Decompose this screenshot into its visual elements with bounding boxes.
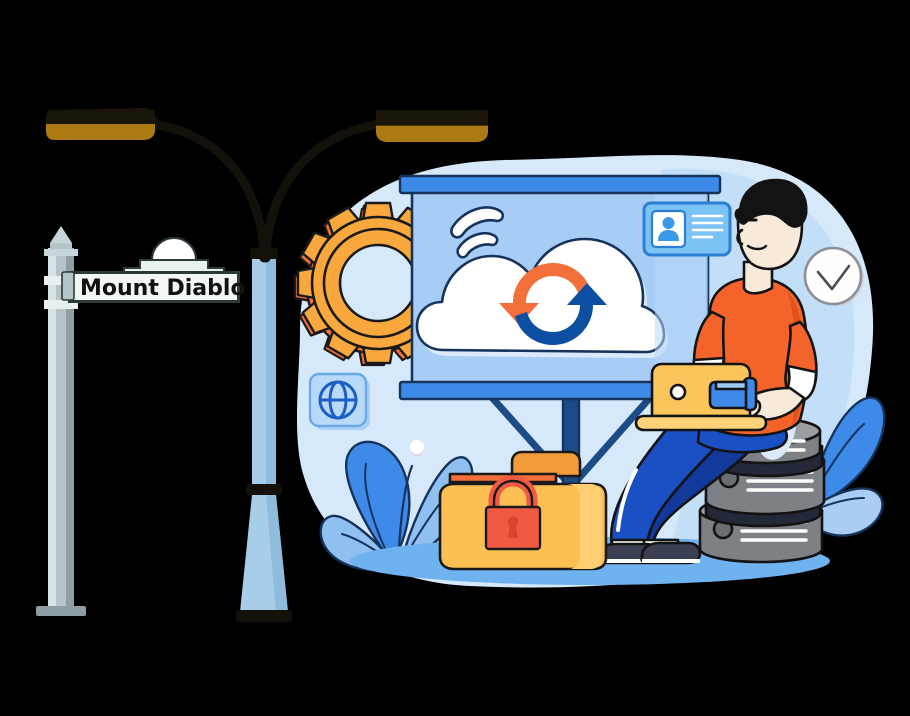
avatar-glyph: [658, 217, 679, 241]
street-sign-plate: [61, 271, 240, 303]
board-center-post: [561, 384, 581, 496]
secure-folder: [438, 450, 608, 571]
id-badge-card: [642, 201, 732, 257]
laptop-lid-dot: [669, 383, 687, 401]
street-lamp-pole: [236, 248, 292, 622]
street-sign-label: Mount Diablo: [80, 276, 246, 301]
check-circle-icon: [803, 246, 864, 306]
board-top-bar: [398, 174, 722, 195]
presentation-board: [398, 174, 722, 496]
globe-network-icon: [308, 372, 370, 430]
street-lamp: [46, 108, 488, 622]
hair: [738, 178, 808, 228]
coffee-mug: [708, 376, 758, 412]
laptop-base: [634, 414, 768, 432]
small-white-dot: [410, 440, 424, 456]
folder-lock-icon: [484, 475, 542, 551]
sync-arrow-top: [499, 263, 591, 325]
cloud-sync-arrows: [499, 263, 607, 345]
street-sign: Mount Diablo: [36, 226, 246, 616]
street-lamp-head-left: [46, 108, 155, 140]
street-lamp-head-right: [376, 110, 488, 142]
street-sign-crown: [123, 237, 225, 279]
folder-tab: [510, 450, 582, 478]
plant-left: [319, 440, 474, 571]
sync-arrow-bottom: [515, 283, 607, 345]
id-card-text-lines: [691, 214, 724, 239]
street-lamp-arm-left: [140, 115, 269, 263]
street-sign-post: [36, 226, 86, 616]
